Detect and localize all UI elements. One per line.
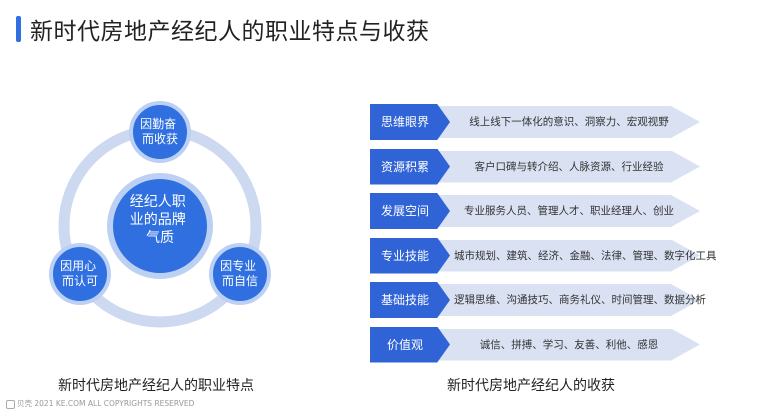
right-node-label: 因专业 而自信 [220,258,260,288]
gains-row: 资源积累 客户口碑与转介绍、人脉资源、行业经验 [370,148,740,185]
row-desc: 专业服务人员、管理人才、职业经理人、创业 [464,205,674,217]
center-line-1: 经纪人职 [130,194,186,210]
gains-row: 专业技能 城市规划、建筑、经济、金融、法律、管理、数字化工具 [370,237,740,274]
center-node-label: 经纪人职 业的品牌 气质 [130,194,190,246]
traits-cycle-diagram: 经纪人职 业的品牌 气质 因勤奋 而收获 因用心 而认可 因专业 而自信 [49,101,271,328]
row-tag: 价值观 [370,326,450,363]
top-line-1: 因勤奋 [140,117,176,131]
row-desc: 客户口碑与转介绍、人脉资源、行业经验 [474,160,664,173]
gains-row: 基础技能 逻辑思维、沟通技巧、商务礼仪、时间管理、数据分析 [370,282,740,318]
row-tag: 资源积累 [370,148,450,185]
row-tag: 思维眼界 [370,104,450,140]
caption-gains: 新时代房地产经纪人的收获 [447,378,615,394]
row-desc: 线上线下一体化的意识、洞察力、宏观视野 [469,116,669,128]
left-line-2: 而认可 [62,274,98,288]
top-line-2: 而收获 [142,132,178,146]
center-line-3: 气质 [146,230,174,246]
row-tag: 发展空间 [370,193,450,229]
row-band [410,106,700,138]
row-desc: 诚信、拼搏、学习、友善、利他、感恩 [479,338,659,351]
row-tag: 专业技能 [370,237,450,274]
gains-row: 思维眼界 线上线下一体化的意识、洞察力、宏观视野 [370,104,740,140]
caption-traits: 新时代房地产经纪人的职业特点 [58,378,254,394]
row-band [410,150,700,183]
left-node-label: 因用心 而认可 [60,259,100,288]
row-band [410,195,700,227]
row-desc: 逻辑思维、沟通技巧、商务礼仪、时间管理、数据分析 [454,294,706,306]
title-accent-bar [16,16,21,42]
row-band [410,328,700,361]
right-line-2: 而自信 [222,274,258,288]
page-title: 新时代房地产经纪人的职业特点与收获 [30,19,430,45]
center-node [107,173,213,279]
center-line-2: 业的品牌 [130,211,186,228]
gains-row: 发展空间 专业服务人员、管理人才、职业经理人、创业 [370,193,740,229]
row-desc: 城市规划、建筑、经济、金融、法律、管理、数字化工具 [454,249,717,262]
top-node-label: 因勤奋 而收获 [140,117,180,146]
gains-list: 思维眼界 线上线下一体化的意识、洞察力、宏观视野 资源积累 客户口碑与转介绍、人… [370,104,740,371]
gains-row: 价值观 诚信、拼搏、学习、友善、利他、感恩 [370,326,740,363]
left-line-1: 因用心 [60,259,96,273]
row-band [410,284,700,316]
footer-brand: 贝壳 [17,399,32,408]
footer-copyright: 2021 KE.COM ALL COPYRIGHTS RESERVED [34,399,195,408]
beike-logo-icon [6,399,15,409]
row-tag: 基础技能 [370,282,450,318]
right-node [209,243,271,305]
right-line-1: 因专业 [220,258,256,273]
row-band [410,239,700,272]
footer: 贝壳 2021 KE.COM ALL COPYRIGHTS RESERVED [6,398,194,409]
left-node [49,243,111,305]
top-node [129,101,191,163]
